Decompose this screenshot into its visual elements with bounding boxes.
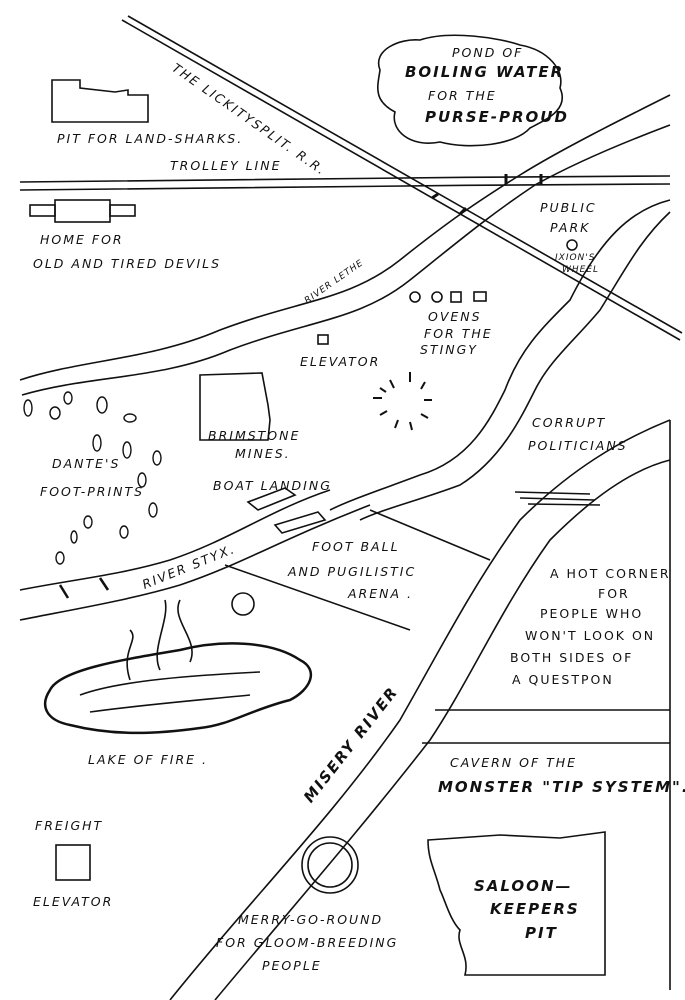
park-label-2: Park xyxy=(550,220,591,235)
park-label-1: Public xyxy=(540,200,597,215)
merry-go-round-label-3: People xyxy=(262,958,322,973)
hot-corner-label-3: People who xyxy=(540,606,644,621)
trolley-line-track xyxy=(19,174,671,191)
river-styx-banks xyxy=(19,489,371,621)
freight-elevator-label-1: Freight xyxy=(35,818,104,833)
ovens-shapes xyxy=(409,291,487,303)
politicians-label-2: Politicians xyxy=(528,438,628,453)
right-stream-banks xyxy=(329,199,671,521)
home-devils-label-2: Old and Tired Devils xyxy=(33,256,222,271)
dante-label-2: Foot-Prints xyxy=(40,484,145,499)
ovens-label-2: for the xyxy=(424,326,493,341)
dantes-footprints xyxy=(23,391,162,565)
saloon-keepers-pit-shape xyxy=(427,831,606,976)
cavern-label-2: Monster "Tip System". xyxy=(438,778,685,796)
saloon-label-3: Pit xyxy=(525,924,558,942)
boat-landing-label: Boat Landing xyxy=(213,478,332,493)
freight-elevator-shape xyxy=(55,844,91,881)
arena-boundary xyxy=(224,509,491,631)
ovens-label-1: Ovens xyxy=(428,309,482,324)
trolley-line-label: Trolley Line xyxy=(170,158,282,173)
boat-landing-dock xyxy=(273,511,327,534)
pond-label-1: Pond of xyxy=(452,45,524,60)
brimstone-mines-shape xyxy=(199,372,271,441)
devils-home-shape xyxy=(29,199,136,223)
hot-corner-label-5: Both Sides of xyxy=(510,650,634,665)
pond-label-4: Purse-Proud xyxy=(425,108,569,126)
pit-land-sharks-label: Pit for Land-Sharks. xyxy=(57,131,244,146)
misery-river-banks xyxy=(169,419,671,1000)
hot-corner-label-2: for xyxy=(598,586,630,601)
river-lethe-banks xyxy=(19,94,671,396)
pond-label-2: Boiling Water xyxy=(405,63,565,81)
hot-corner-boundary xyxy=(422,420,671,990)
brimstone-label-2: Mines. xyxy=(235,446,291,461)
merry-go-round-label-2: for Gloom-Breeding xyxy=(216,935,399,950)
home-devils-label-1: Home for xyxy=(40,232,124,247)
arena-label-1: Foot Ball xyxy=(312,539,400,554)
hot-corner-label-6: a Questpon xyxy=(512,672,614,687)
lake-of-fire-shape xyxy=(44,599,312,735)
boat-landing-dock xyxy=(246,487,297,511)
land-shark-pit xyxy=(51,79,149,123)
pond-shape xyxy=(377,34,563,147)
saloon-label-1: Saloon— xyxy=(474,877,573,895)
ixion-label-1: Ixion's xyxy=(555,253,596,263)
freight-elevator-label-2: Elevator xyxy=(33,894,114,909)
arena-label-3: Arena . xyxy=(348,586,413,601)
hot-corner-label-1: A Hot Corner xyxy=(550,566,671,581)
hot-corner-label-4: won't look on xyxy=(525,628,656,643)
pond-label-3: for the xyxy=(428,88,497,103)
brimstone-label-1: Brimstone xyxy=(208,428,301,443)
saloon-label-2: Keepers xyxy=(490,900,580,918)
football xyxy=(231,592,255,616)
politicians-label-1: Corrupt xyxy=(532,415,607,430)
merry-go-round-label-1: Merry-go-round xyxy=(238,912,384,927)
ovens-label-3: Stingy xyxy=(420,342,478,357)
merry-go-round-shape xyxy=(301,836,359,894)
lake-of-fire-label: Lake of Fire . xyxy=(88,752,208,767)
dante-label-1: Dante's xyxy=(52,456,121,471)
elevator-label: Elevator xyxy=(300,354,381,369)
cavern-label-1: Cavern of the xyxy=(450,755,578,770)
elevator-shape xyxy=(317,334,329,345)
sunburst-shape xyxy=(373,372,432,431)
ixion-label-2: Wheel xyxy=(562,265,600,275)
politicians-lines xyxy=(514,491,601,506)
arena-label-2: and Pugilistic xyxy=(288,564,417,579)
